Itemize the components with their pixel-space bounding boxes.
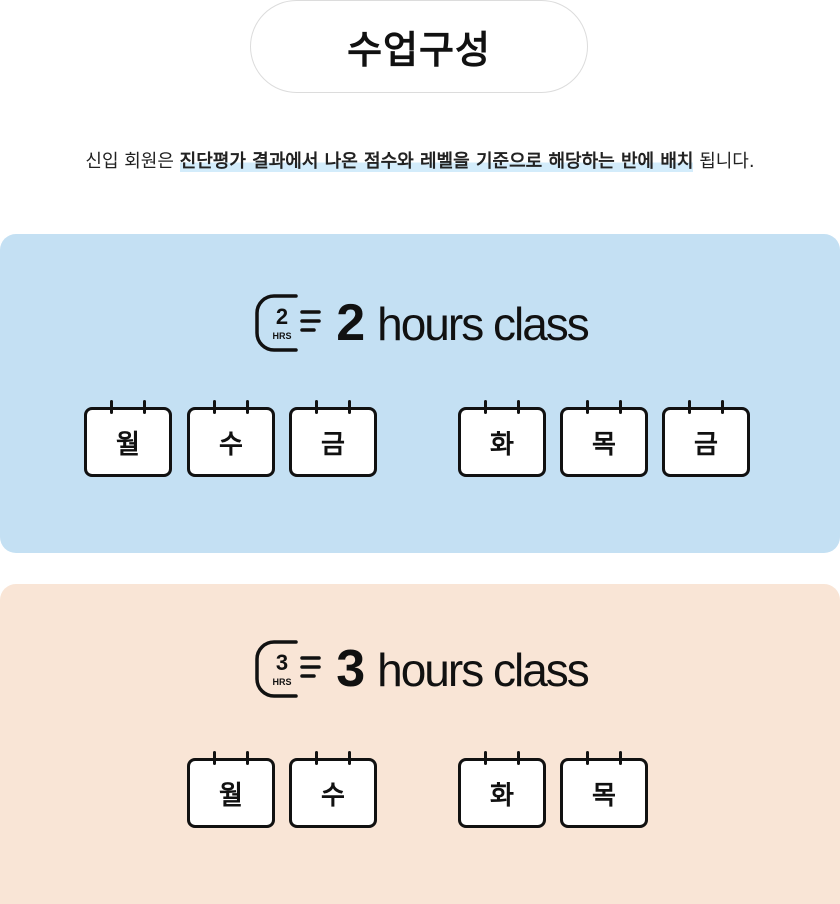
class-hours-number: 2 xyxy=(336,294,365,352)
class-hours-number: 3 xyxy=(336,640,365,698)
day-label: 금 xyxy=(321,429,345,460)
day-label: 목 xyxy=(592,780,616,811)
class-hours-label: hours class xyxy=(377,644,590,696)
intro-text: 신입 회원은 진단평가 결과에서 나온 점수와 레벨을 기준으로 해당하는 반에… xyxy=(0,147,840,173)
page-title: 수업구성 xyxy=(347,28,491,72)
calendar-day: 월 xyxy=(84,400,172,477)
day-label: 수 xyxy=(219,429,243,460)
calendar-day: 목 xyxy=(560,400,648,477)
three-hours-class-panel: 3 HRS 3 hours class 월 수 화 목 xyxy=(0,584,840,904)
two-hours-class-title: 2 hours class xyxy=(336,293,590,353)
three-hours-class-header: 3 HRS 3 hours class xyxy=(0,638,840,700)
calendar-day: 화 xyxy=(458,400,546,477)
icon-number: 2 xyxy=(276,304,288,329)
calendar-day: 금 xyxy=(662,400,750,477)
day-label: 월 xyxy=(219,780,243,811)
two-hours-class-header: 2 HRS 2 hours class xyxy=(0,292,840,354)
calendar-day: 수 xyxy=(289,751,377,828)
day-label: 목 xyxy=(592,429,616,460)
three-hours-class-title: 3 hours class xyxy=(336,639,590,699)
clock-hours-icon: 2 HRS xyxy=(255,294,321,352)
day-label: 월 xyxy=(116,429,140,460)
icon-unit: HRS xyxy=(273,677,292,687)
clock-hours-icon: 3 HRS xyxy=(255,640,321,698)
calendar-day: 월 xyxy=(187,751,275,828)
calendar-day: 화 xyxy=(458,751,546,828)
calendar-day: 목 xyxy=(560,751,648,828)
two-hours-class-panel: 2 HRS 2 hours class 월 수 금 화 목 금 xyxy=(0,234,840,553)
intro-text-highlight: 진단평가 결과에서 나온 점수와 레벨을 기준으로 해당하는 반에 배치 xyxy=(179,151,694,172)
page-title-pill: 수업구성 xyxy=(250,0,588,93)
calendar-day: 금 xyxy=(289,400,377,477)
calendar-day: 수 xyxy=(187,400,275,477)
class-hours-label: hours class xyxy=(377,298,590,350)
day-label: 수 xyxy=(321,780,345,811)
day-label: 화 xyxy=(490,780,514,811)
intro-text-end: 됩니다. xyxy=(693,151,755,172)
icon-number: 3 xyxy=(276,650,288,675)
day-label: 금 xyxy=(694,429,718,460)
day-label: 화 xyxy=(490,429,514,460)
intro-text-start: 신입 회원은 xyxy=(85,151,180,172)
icon-unit: HRS xyxy=(273,331,292,341)
